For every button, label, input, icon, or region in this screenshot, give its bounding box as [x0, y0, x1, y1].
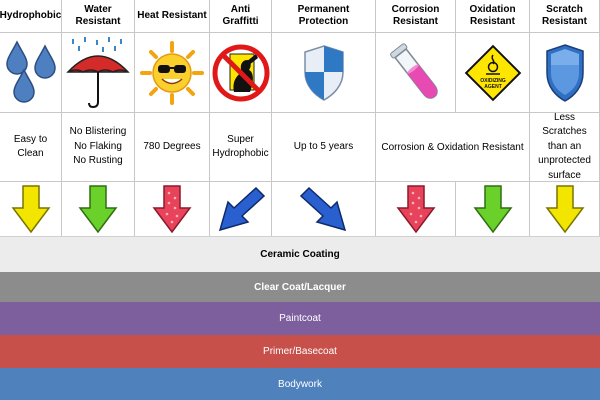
column-oxidation-resistant: Oxidation Resistant — [456, 0, 530, 236]
column-permanent-protection: Permanent Protection Up to 5 years — [272, 0, 376, 236]
column-header: Hydrophobic — [0, 0, 61, 33]
column-desc: Easy to Clean — [0, 113, 61, 182]
feature-grid: Hydrophobic Easy to Clean Water Resistan… — [0, 0, 600, 236]
layer-clear-coat: Clear Coat/Lacquer — [0, 272, 600, 302]
column-header: Anti Graffitti — [210, 0, 271, 33]
column-header: Permanent Protection — [272, 0, 375, 33]
test-tube-icon — [376, 33, 455, 113]
arrow-down-icon — [456, 182, 529, 236]
column-desc: Up to 5 years — [272, 113, 375, 182]
shield-icon — [272, 33, 375, 113]
arrow-diagonal-icon — [210, 182, 271, 236]
column-heat-resistant: Heat Resistant 780 Degrees — [135, 0, 210, 236]
column-scratch-resistant: Scratch Resistant Less Scratches than an… — [530, 0, 600, 236]
umbrella-icon — [62, 33, 134, 113]
column-water-resistant: Water Resistant No Blistering No Flaking… — [62, 0, 135, 236]
layer-primer: Primer/Basecoat — [0, 335, 600, 368]
arrow-down-icon — [62, 182, 134, 236]
column-desc: Super Hydrophobic — [210, 113, 271, 182]
column-header: Oxidation Resistant — [456, 0, 529, 33]
column-header: Water Resistant — [62, 0, 134, 33]
oxidizing-agent-icon — [456, 33, 529, 113]
sun-icon — [135, 33, 209, 113]
column-desc: No Blistering No Flaking No Rusting — [62, 113, 134, 182]
column-desc: 780 Degrees — [135, 113, 209, 182]
column-hydrophobic: Hydrophobic Easy to Clean — [0, 0, 62, 236]
column-desc: Less Scratches than an unprotected surfa… — [530, 112, 599, 182]
column-header: Corrosion Resistant — [376, 0, 455, 33]
layer-ceramic-coating: Ceramic Coating — [0, 236, 600, 272]
column-anti-graffitti: Anti Graffitti Super Hydrophobic — [210, 0, 272, 236]
scratch-shield-icon — [530, 33, 599, 113]
no-graffiti-icon — [210, 33, 271, 113]
arrow-down-icon — [135, 182, 209, 236]
merged-desc-cell: Corrosion & Oxidation Resistant — [376, 113, 530, 182]
arrow-diagonal-icon — [272, 182, 375, 236]
layer-paintcoat: Paintcoat — [0, 302, 600, 335]
arrow-down-icon — [376, 182, 455, 236]
arrow-down-icon — [530, 182, 599, 236]
merged-desc-text: Corrosion & Oxidation Resistant — [381, 141, 524, 153]
layer-bodywork: Bodywork — [0, 368, 600, 400]
arrow-down-icon — [0, 182, 61, 236]
column-header: Heat Resistant — [135, 0, 209, 33]
column-header: Scratch Resistant — [530, 0, 599, 33]
coating-layers: Ceramic Coating Clear Coat/Lacquer Paint… — [0, 236, 600, 400]
water-drops-icon — [0, 33, 61, 113]
